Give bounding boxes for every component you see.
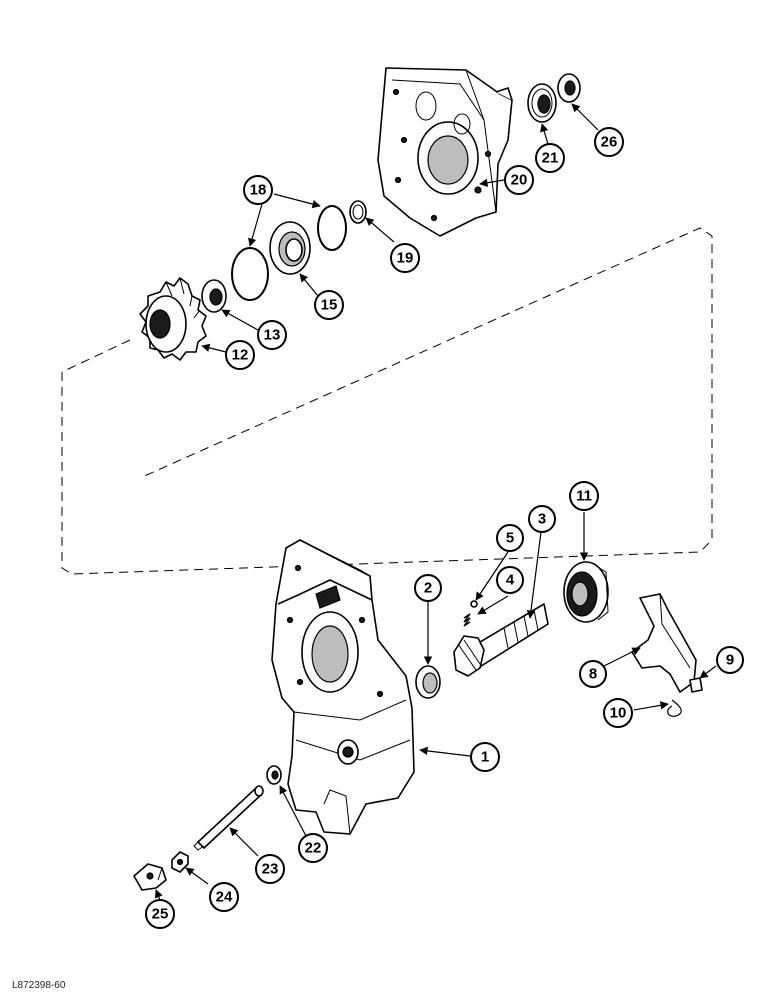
snap-ring-upper-part-18 (317, 205, 347, 251)
svg-text:21: 21 (542, 150, 559, 167)
bearing-part-21 (527, 83, 557, 123)
svg-text:23: 23 (262, 861, 279, 878)
svg-text:10: 10 (610, 705, 627, 722)
callout-5: 5 (496, 524, 524, 552)
seal-part-26 (557, 73, 581, 103)
callout-8: 8 (579, 660, 607, 688)
callout-10: 10 (603, 698, 633, 728)
callout-19: 19 (390, 243, 420, 273)
shift-fork-part-8 (631, 593, 697, 693)
bearing-part-13 (201, 279, 227, 313)
set-screw-part-9 (689, 677, 703, 693)
assembly-dashed-outline (61, 227, 713, 575)
svg-text:20: 20 (511, 172, 528, 189)
washer-part-22 (266, 765, 282, 785)
callout-1: 1 (470, 742, 500, 772)
shift-shaft-part-23 (193, 785, 264, 851)
callout-11: 11 (569, 481, 599, 511)
callout-4: 4 (496, 566, 524, 594)
callout-2: 2 (414, 574, 442, 602)
callout-12: 12 (225, 340, 255, 370)
nut-part-24 (171, 851, 189, 873)
svg-text:19: 19 (397, 250, 414, 267)
upper-housing-part-20 (377, 67, 513, 237)
lock-wire-part-10 (667, 699, 682, 717)
gear-part-12 (139, 277, 207, 361)
callout-25: 25 (145, 899, 175, 929)
svg-text:5: 5 (506, 530, 514, 547)
svg-text:11: 11 (576, 488, 592, 505)
svg-text:3: 3 (538, 511, 546, 528)
snap-ring-lower-part-18 (231, 247, 269, 301)
svg-text:24: 24 (216, 889, 233, 906)
detent-ball-part-5 (470, 600, 478, 608)
detent-spring-part-4 (463, 613, 471, 627)
callout-24: 24 (209, 882, 239, 912)
shaft-part-3 (453, 603, 549, 677)
callout-15: 15 (314, 290, 344, 320)
shift-lever-part-25 (133, 863, 167, 891)
svg-text:9: 9 (726, 652, 734, 669)
callout-26: 26 (594, 127, 624, 157)
svg-text:8: 8 (589, 666, 597, 683)
snap-ring-part-19 (349, 200, 367, 224)
coupler-part-11 (563, 561, 609, 623)
leader-lines (154, 103, 717, 901)
callout-9: 9 (716, 646, 744, 674)
bearing-part-15 (269, 221, 311, 275)
callout-13: 13 (257, 320, 287, 350)
callout-22: 22 (298, 833, 328, 863)
svg-text:15: 15 (321, 297, 338, 314)
svg-text:22: 22 (305, 840, 322, 857)
svg-text:1: 1 (481, 749, 489, 766)
svg-text:13: 13 (264, 327, 281, 344)
reference-code: L872398-60 (12, 980, 66, 991)
callout-21: 21 (535, 143, 565, 173)
callout-23: 23 (255, 854, 285, 884)
svg-text:18: 18 (250, 182, 267, 199)
bearing-part-2 (415, 665, 441, 699)
svg-text:2: 2 (424, 580, 432, 597)
svg-text:4: 4 (506, 572, 515, 589)
callout-20: 20 (504, 165, 534, 195)
svg-text:25: 25 (152, 906, 169, 923)
callout-3: 3 (528, 505, 556, 533)
callout-18: 18 (243, 175, 273, 205)
lower-housing-part-1 (271, 539, 415, 835)
svg-text:12: 12 (232, 347, 249, 364)
svg-text:26: 26 (601, 134, 618, 151)
